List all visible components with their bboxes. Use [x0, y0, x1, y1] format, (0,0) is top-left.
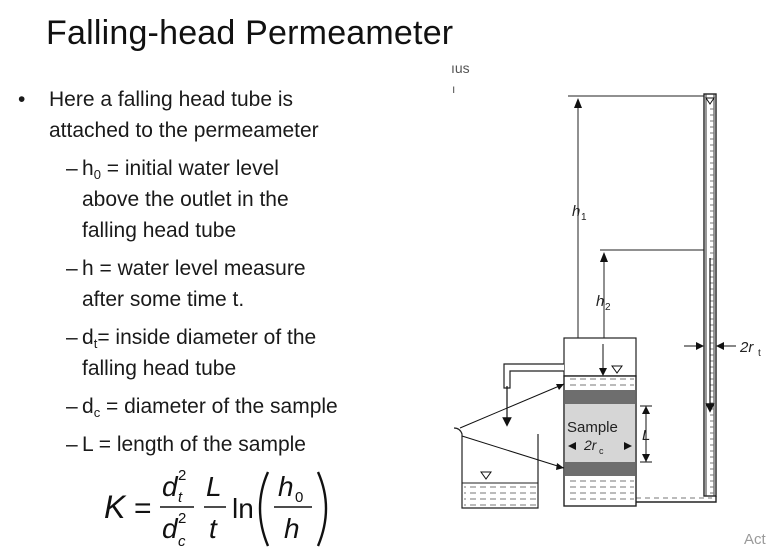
- connecting-pipe: [629, 496, 717, 503]
- bullet-main-line2: attached to the permeameter: [49, 119, 319, 142]
- water-level-marker-beaker: [480, 471, 492, 480]
- formula-L: L: [206, 471, 222, 502]
- sub-item-text: falling head tube: [82, 219, 237, 242]
- formula-d-num: d: [162, 471, 179, 502]
- var-d: d: [82, 326, 94, 349]
- overflow-spout: [503, 363, 564, 389]
- label-2rt: 2r: [739, 339, 754, 356]
- var-sub-0: 0: [93, 167, 101, 182]
- water-level-marker-tube: [705, 97, 715, 105]
- water-level-marker-cylinder: [611, 365, 623, 374]
- dash-symbol: –: [66, 433, 78, 456]
- label-sample: Sample: [567, 419, 618, 436]
- sub-item-text: above the outlet in the: [82, 188, 289, 211]
- watermark-text: Act: [744, 531, 766, 548]
- formula-ln: ln: [232, 493, 254, 524]
- var-d: d: [82, 395, 94, 418]
- pointer-line-2: [461, 435, 565, 469]
- formula-sub-t: t: [178, 489, 183, 506]
- collection-beaker: [453, 427, 539, 509]
- formula-paren-right: [316, 471, 328, 547]
- label-h1-sub: 1: [581, 212, 587, 223]
- ghost-text-2: ı: [452, 82, 456, 96]
- sub-item-text: after some time t.: [82, 288, 245, 311]
- var-sub-t: t: [93, 336, 98, 351]
- ghost-text: ıus: [451, 60, 470, 76]
- label-h2: h: [596, 293, 604, 310]
- formula-paren-left: [258, 471, 270, 547]
- label-L: L: [642, 427, 650, 444]
- formula-h0: h: [278, 471, 294, 502]
- dash-symbol: –: [66, 257, 78, 280]
- label-2rc: 2r: [583, 437, 598, 453]
- label-h2-sub: 2: [605, 302, 611, 313]
- permeameter-diagram: h 1 h 2 2r t Sample 2r c L: [453, 93, 761, 509]
- var-L: L: [82, 433, 93, 456]
- sub-item-text: = diameter of the sample: [100, 395, 338, 418]
- dash-symbol: –: [66, 157, 78, 180]
- slide-title: Falling-head Permeameter: [46, 14, 454, 52]
- var-sub-c: c: [93, 405, 101, 420]
- formula-exp-num: 2: [178, 467, 186, 484]
- formula-h: h: [284, 513, 300, 544]
- sub-item-text: = inside diameter of the: [97, 326, 317, 349]
- permeameter-cylinder: [563, 337, 637, 507]
- dash-symbol: –: [66, 395, 78, 418]
- formula-K: K: [104, 489, 127, 525]
- bullet-main-line1: Here a falling head tube is: [49, 88, 293, 111]
- sub-item-text: = initial water level: [100, 157, 279, 180]
- formula-t: t: [209, 513, 218, 544]
- formula-sub-c: c: [178, 533, 186, 550]
- formula-equals: =: [134, 492, 152, 525]
- sub-item-text: falling head tube: [82, 357, 237, 380]
- permeability-formula: K = d 2 t d 2 c L t ln h 0 h: [104, 467, 328, 550]
- sub-item-text: = water level measure: [93, 257, 306, 280]
- dash-symbol: –: [66, 326, 78, 349]
- formula-exp-den: 2: [178, 510, 186, 527]
- pointer-line-1: [459, 383, 565, 429]
- var-h: h: [82, 257, 94, 280]
- label-2rt-sub: t: [758, 348, 761, 359]
- label-h1: h: [572, 203, 580, 220]
- label-2rc-sub: c: [599, 446, 604, 456]
- formula-h0-sub: 0: [295, 489, 303, 506]
- formula-d-den: d: [162, 513, 179, 544]
- sub-item-text: = length of the sample: [92, 433, 306, 456]
- var-h: h: [82, 157, 94, 180]
- bullet-symbol: •: [18, 88, 26, 111]
